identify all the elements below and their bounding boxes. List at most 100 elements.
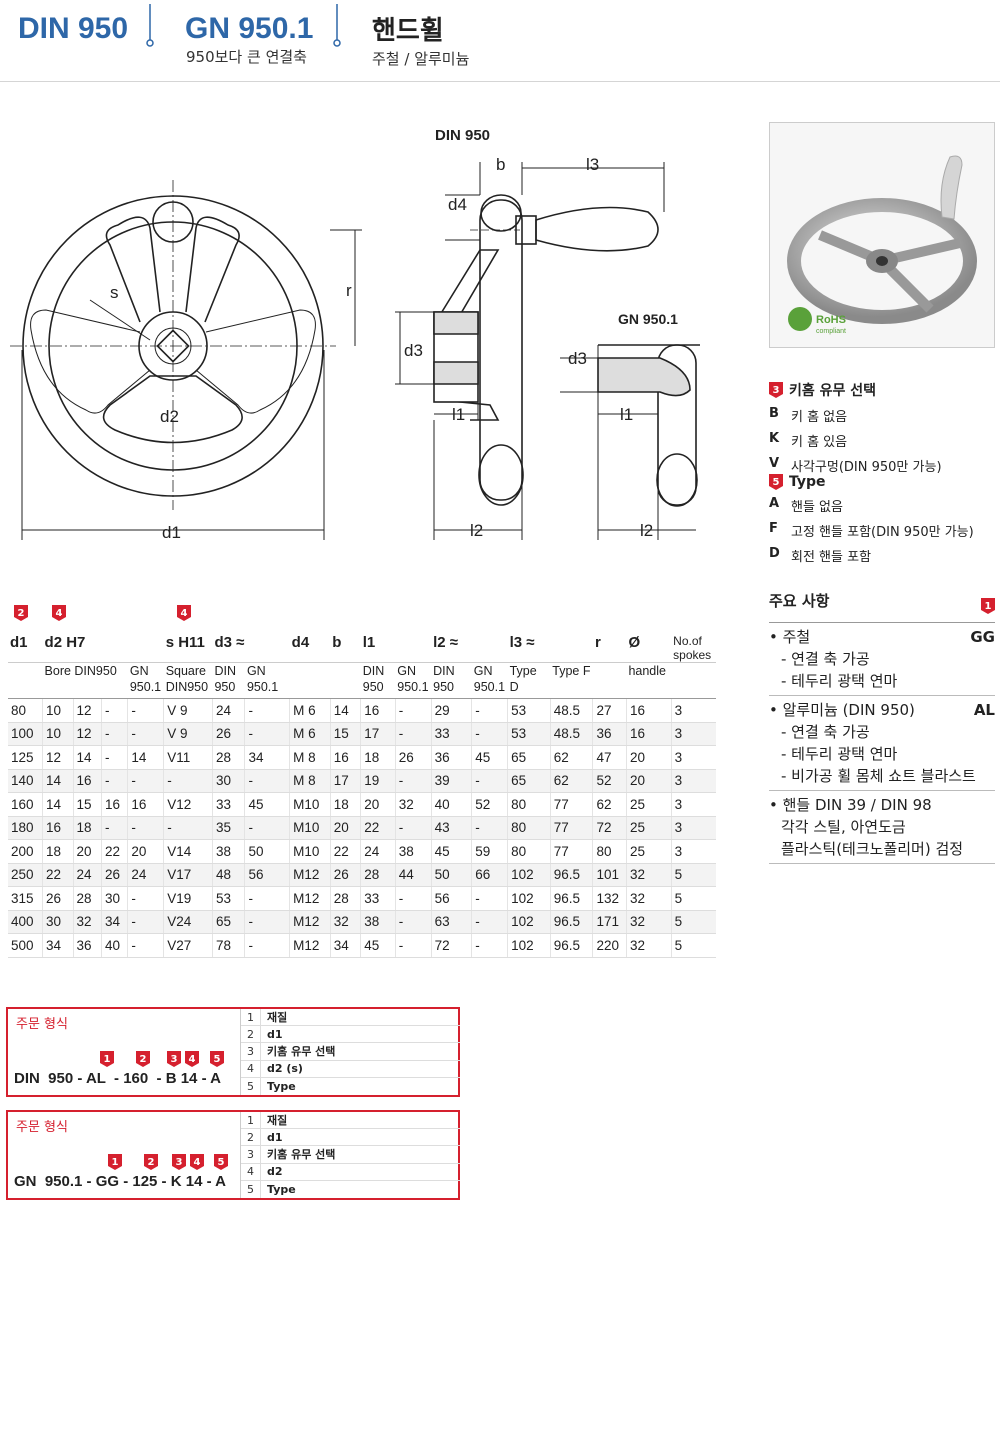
- l1-gn-label: l1: [620, 405, 633, 424]
- table-cell: V11: [163, 745, 213, 770]
- table-cell: 96.5: [549, 886, 593, 911]
- table-cell: 59: [471, 839, 508, 864]
- table-cell: 102: [507, 863, 551, 887]
- badge-5: 5: [769, 474, 783, 490]
- table-cell: 5: [670, 933, 716, 958]
- badge-2: 2: [136, 1051, 150, 1067]
- table-cell: 28: [329, 886, 361, 911]
- table-cell: 14: [72, 745, 102, 770]
- table-cell: M12: [289, 933, 331, 958]
- table-cell: -: [100, 816, 128, 840]
- table-cell: M12: [289, 910, 331, 934]
- table-cell: 77: [549, 792, 593, 817]
- table-cell: 20: [625, 769, 672, 793]
- table-cell: -: [100, 722, 128, 746]
- table-cell: 62: [549, 745, 593, 770]
- table-cell: -: [471, 722, 508, 746]
- table-cell: 52: [471, 792, 508, 817]
- table-cell: V14: [163, 839, 213, 864]
- table-cell: 80: [8, 698, 43, 723]
- technical-drawing: DIN 950 GN 950.1 s r d2 d1 d3 d3 d4 b l3…: [10, 127, 700, 542]
- table-cell: -: [471, 769, 508, 793]
- table-cell: 43: [430, 816, 472, 840]
- table-cell: 38: [360, 910, 396, 934]
- table-cell: 47: [592, 745, 627, 770]
- table-cell: 32: [329, 910, 361, 934]
- table-cell: 26: [329, 863, 361, 887]
- table-cell: 36: [592, 722, 627, 746]
- badge-2: 2: [144, 1154, 158, 1170]
- table-cell: 50: [430, 863, 472, 887]
- table-cell: 72: [592, 816, 627, 840]
- table-cell: 56: [244, 863, 290, 887]
- gn9501-label: GN 950.1: [618, 311, 678, 327]
- table-cell: 45: [471, 745, 508, 770]
- table-cell: 26: [42, 886, 73, 911]
- table-cell: -: [394, 769, 432, 793]
- badge-4: 4: [177, 605, 191, 621]
- table-cell: 400: [8, 910, 43, 934]
- table-cell: 315: [8, 886, 43, 911]
- table-cell: 5: [670, 863, 716, 887]
- table-cell: 50: [244, 839, 290, 864]
- table-cell: 28: [72, 886, 102, 911]
- badge-3: 3: [172, 1154, 186, 1170]
- table-cell: -: [244, 722, 290, 746]
- table-cell: 77: [549, 816, 593, 840]
- table-cell: 16: [100, 792, 128, 817]
- table-cell: 5: [670, 886, 716, 911]
- table-cell: 19: [360, 769, 396, 793]
- table-cell: 18: [42, 839, 73, 864]
- table-cell: 36: [430, 745, 472, 770]
- table-cell: 80: [507, 839, 551, 864]
- order-code: GN 950.1 - GG - 125 - K 14 - A: [14, 1173, 227, 1190]
- table-cell: 16: [72, 769, 102, 793]
- table-cell: 72: [430, 933, 472, 958]
- table-cell: 33: [430, 722, 472, 746]
- table-cell: 3: [670, 722, 716, 746]
- table-cell: 3: [670, 698, 716, 723]
- order-label: 주문 형식: [16, 1120, 68, 1135]
- table-cell: 66: [471, 863, 508, 887]
- table-cell: 77: [549, 839, 593, 864]
- table-cell: 16: [625, 722, 672, 746]
- table-cell: -: [127, 933, 164, 958]
- d3-gn-label: d3: [568, 349, 587, 368]
- d4-label: d4: [448, 195, 467, 214]
- table-cell: V24: [163, 910, 213, 934]
- table-cell: 14: [42, 792, 73, 817]
- badge-1: 1: [981, 598, 995, 614]
- l2-gn-label: l2: [640, 521, 653, 540]
- table-cell: 160: [8, 792, 43, 817]
- table-cell: V17: [163, 863, 213, 887]
- table-cell: -: [244, 933, 290, 958]
- table-cell: -: [394, 698, 432, 723]
- table-cell: 20: [625, 745, 672, 770]
- table-badges: 2 4 4: [14, 605, 714, 625]
- table-cell: -: [394, 910, 432, 934]
- table-cell: 16: [329, 745, 361, 770]
- table-cell: 14: [127, 745, 164, 770]
- din950-label: DIN 950: [435, 127, 490, 144]
- table-cell: 24: [72, 863, 102, 887]
- badge-3: 3: [167, 1051, 181, 1067]
- order-format-din: 주문 형식 1 2 3 4 5 DIN 950 - AL - 160 - B 1…: [6, 1007, 460, 1097]
- table-cell: -: [394, 886, 432, 911]
- l3-label: l3: [586, 155, 599, 174]
- separator-icon: [333, 4, 341, 47]
- table-cell: 26: [394, 745, 432, 770]
- table-cell: 65: [211, 910, 245, 934]
- table-cell: 15: [72, 792, 102, 817]
- table-cell: 62: [592, 792, 627, 817]
- wheel-side-view: [433, 194, 659, 506]
- table-cell: 20: [360, 792, 396, 817]
- table-cell: 38: [211, 839, 245, 864]
- table-cell: 16: [127, 792, 164, 817]
- table-cell: 28: [211, 745, 245, 770]
- table-cell: 48.5: [549, 698, 593, 723]
